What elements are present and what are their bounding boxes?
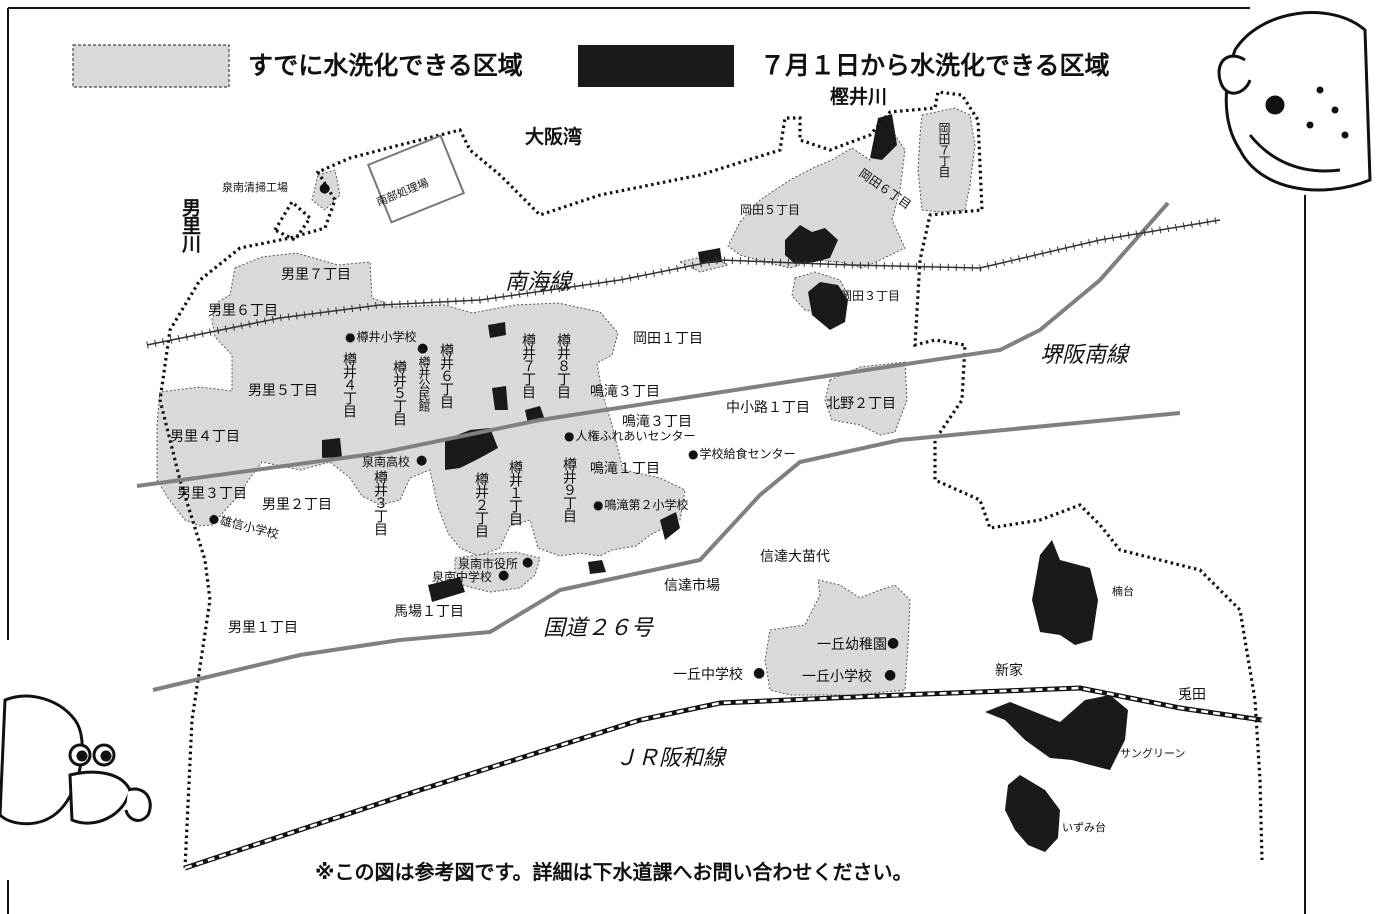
route26-label: 国道２６号 bbox=[543, 616, 654, 641]
district-label: 男里５丁目 bbox=[248, 383, 318, 399]
facility-dot-icon: ● bbox=[417, 341, 429, 356]
district-label: 岡田５丁目 bbox=[740, 203, 801, 217]
district-label: 岡田３丁目 bbox=[840, 289, 901, 303]
new-sungreen bbox=[985, 695, 1128, 770]
facility-label: 一丘中学校 bbox=[673, 667, 743, 683]
district-label: 岡田１丁目 bbox=[633, 331, 703, 347]
facility-dot-icon: ● bbox=[887, 635, 900, 651]
otori-river-label: 男里川 bbox=[179, 198, 201, 252]
existing-areas bbox=[156, 107, 976, 696]
new-izumidai bbox=[1005, 775, 1060, 852]
facility-dot-icon: ● bbox=[753, 665, 766, 681]
fish-mascot-illustration bbox=[1217, 11, 1372, 192]
nankai-line-label: 南海線 bbox=[505, 270, 572, 295]
district-label: 馬場１丁目 bbox=[394, 604, 464, 620]
district-label: 樽井７丁目 bbox=[520, 333, 536, 398]
district-label: 樽井９丁目 bbox=[561, 457, 577, 522]
district-label: 鳴滝１丁目 bbox=[590, 461, 660, 477]
district-label: 鳴滝３丁目 bbox=[622, 414, 692, 430]
district-label: 信達市場 bbox=[664, 578, 720, 594]
area-kitano-2 bbox=[824, 361, 908, 436]
area-okada-7 bbox=[917, 107, 976, 213]
roads bbox=[136, 201, 1181, 692]
district-label: 新家 bbox=[995, 663, 1023, 679]
district-label: 樽井６丁目 bbox=[438, 343, 454, 408]
legend-swatch-new bbox=[578, 45, 734, 87]
facility-label: 泉南市役所 bbox=[458, 557, 519, 571]
district-label: 男里１丁目 bbox=[228, 620, 298, 636]
facility-label: 泉南中学校 bbox=[432, 570, 493, 584]
legend-new-label: ７月１日から水洗化できる区域 bbox=[760, 51, 1110, 80]
jr-hanwa-line-label: ＪＲ阪和線 bbox=[615, 746, 726, 771]
district-label: 岡田７丁目 bbox=[937, 122, 951, 177]
rail-nankai bbox=[146, 219, 1221, 346]
district-label: 男里２丁目 bbox=[262, 497, 332, 513]
osaka-bay-label: 大阪湾 bbox=[525, 126, 583, 148]
new-area-label: サングリーン bbox=[1120, 747, 1186, 760]
district-label: 兎田 bbox=[1178, 687, 1206, 703]
new-area-label: 楠台 bbox=[1112, 585, 1134, 598]
facility-label: 鳴滝第２小学校 bbox=[593, 499, 688, 511]
new-kusunokidai bbox=[1032, 540, 1098, 645]
district-label: 信達大苗代 bbox=[760, 549, 830, 565]
district-label: 樽井５丁目 bbox=[391, 360, 407, 425]
district-label: 男里４丁目 bbox=[170, 429, 240, 445]
nanbu-plant-box bbox=[366, 134, 466, 224]
new-okada-3 bbox=[808, 282, 848, 330]
district-label: 樽井８丁目 bbox=[555, 333, 571, 398]
facility-dot-icon: ● bbox=[498, 568, 510, 583]
legend-swatch-existing bbox=[72, 44, 230, 88]
road-sakai-hannan bbox=[136, 201, 1170, 488]
area-ichigaoka bbox=[764, 579, 911, 696]
district-label: 男里６丁目 bbox=[208, 303, 278, 319]
new-areas bbox=[322, 114, 1128, 852]
legend-existing-label: すでに水洗化できる区域 bbox=[248, 51, 523, 80]
kashii-river-label: 樫井川 bbox=[830, 86, 888, 108]
area-main-west bbox=[156, 252, 686, 557]
road-route26 bbox=[152, 411, 1181, 692]
facility-dot-icon: ● bbox=[522, 555, 534, 570]
district-label: 樽井４丁目 bbox=[341, 352, 357, 417]
district-label: 北野２丁目 bbox=[826, 396, 896, 412]
district-label: 鳴滝３丁目 bbox=[590, 384, 660, 400]
district-label: 男里７丁目 bbox=[281, 267, 351, 283]
facility-label: 泉南高校 bbox=[362, 455, 411, 469]
district-label: 男里３丁目 bbox=[177, 486, 247, 502]
district-label: 樽井１丁目 bbox=[507, 460, 523, 525]
city-boundary bbox=[158, 90, 1264, 869]
facility-label: 人権ふれあいセンター bbox=[564, 430, 695, 442]
crab-mascot-illustration bbox=[0, 694, 152, 826]
area-city-hall bbox=[454, 551, 541, 593]
facility-dot-icon: ● bbox=[319, 181, 331, 196]
district-label: 樽井３丁目 bbox=[372, 470, 388, 535]
facility-label: 樽井公民館 bbox=[417, 356, 431, 411]
new-okada-5 bbox=[785, 225, 838, 264]
facility-dot-icon: ● bbox=[884, 667, 897, 683]
facility-label: 一丘小学校 bbox=[802, 669, 872, 685]
facility-dot-icon: ● bbox=[416, 453, 428, 468]
district-label: 樽井２丁目 bbox=[473, 472, 489, 537]
facility-label: 学校給食センター bbox=[688, 448, 795, 460]
new-area-label: いずみ台 bbox=[1062, 821, 1106, 834]
facility-label: 一丘幼稚園 bbox=[817, 637, 887, 653]
district-label: 中小路１丁目 bbox=[726, 400, 810, 416]
facility-label: 樽井小学校 bbox=[345, 331, 416, 343]
facility-label: 泉南清掃工場 bbox=[222, 181, 288, 194]
area-okada-5-6 bbox=[727, 134, 906, 269]
sakai-hannan-line-label: 堺阪南線 bbox=[1040, 343, 1129, 368]
railways bbox=[146, 216, 1263, 871]
footer-note: ※この図は参考図です。詳細は下水道課へお問い合わせください。 bbox=[315, 860, 913, 884]
